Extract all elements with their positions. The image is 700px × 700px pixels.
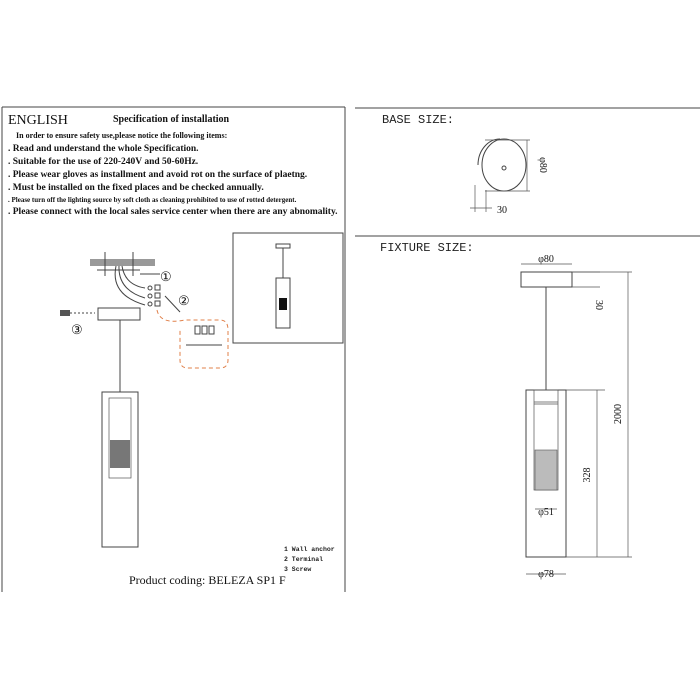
legend-item: 2 Terminal xyxy=(284,556,323,563)
instructions-block: ENGLISH Specification of installation In… xyxy=(8,113,338,217)
canopy-diameter: φ80 xyxy=(538,254,554,265)
fixture-size-label: FIXTURE SIZE: xyxy=(380,241,474,255)
base-diameter: φ80 xyxy=(537,157,548,173)
parts-legend: 1 Wall anchor 2 Terminal 3 Screw xyxy=(284,546,335,573)
inner-diameter: φ51 xyxy=(538,507,554,518)
inner-lamp xyxy=(110,440,130,468)
screw xyxy=(60,310,70,316)
legend-item: 1 Wall anchor xyxy=(284,546,335,553)
total-height: 2000 xyxy=(613,404,624,424)
shade-height: 328 xyxy=(582,468,593,483)
instruction-item: . Please connect with the local sales se… xyxy=(8,207,338,217)
instruction-item: . Please wear gloves as installment and … xyxy=(8,170,307,180)
instruction-item: . Read and understand the whole Specific… xyxy=(8,144,199,154)
shade-diameter: φ78 xyxy=(538,569,554,580)
base-drawing: φ80 30 xyxy=(470,138,548,216)
fluted-diffuser xyxy=(534,449,558,491)
ceiling xyxy=(90,259,155,266)
language-heading: ENGLISH xyxy=(8,113,68,128)
callout-wall-anchor: ① xyxy=(160,269,172,284)
base-size-label: BASE SIZE: xyxy=(382,113,454,127)
terminal-detail-callout xyxy=(156,309,229,369)
spec-title: Specification of installation xyxy=(113,114,230,125)
product-coding: Product coding: BELEZA SP1 F xyxy=(129,573,286,587)
installation-drawing: ① ② ③ xyxy=(60,252,229,548)
preview-box xyxy=(232,232,344,344)
screwdriver xyxy=(164,295,181,313)
callout-terminal: ② xyxy=(178,293,190,308)
legend-item: 3 Screw xyxy=(284,566,311,573)
instruction-item: . Must be installed on the fixed places … xyxy=(8,183,264,193)
pendant-shade xyxy=(101,391,139,548)
canopy-height: 30 xyxy=(593,300,604,310)
instruction-item: . Suitable for the use of 220-240V and 5… xyxy=(8,157,198,167)
mounting-plate xyxy=(97,307,141,321)
callout-screw: ③ xyxy=(71,322,83,337)
canopy xyxy=(520,271,573,288)
intro-text: In order to ensure safety use,please not… xyxy=(16,131,227,140)
instruction-item: . Please turn off the lighting source by… xyxy=(8,196,297,204)
base-height: 30 xyxy=(497,205,507,216)
fixture-drawing: φ80 30 φ51 φ78 328 2000 xyxy=(520,254,632,580)
